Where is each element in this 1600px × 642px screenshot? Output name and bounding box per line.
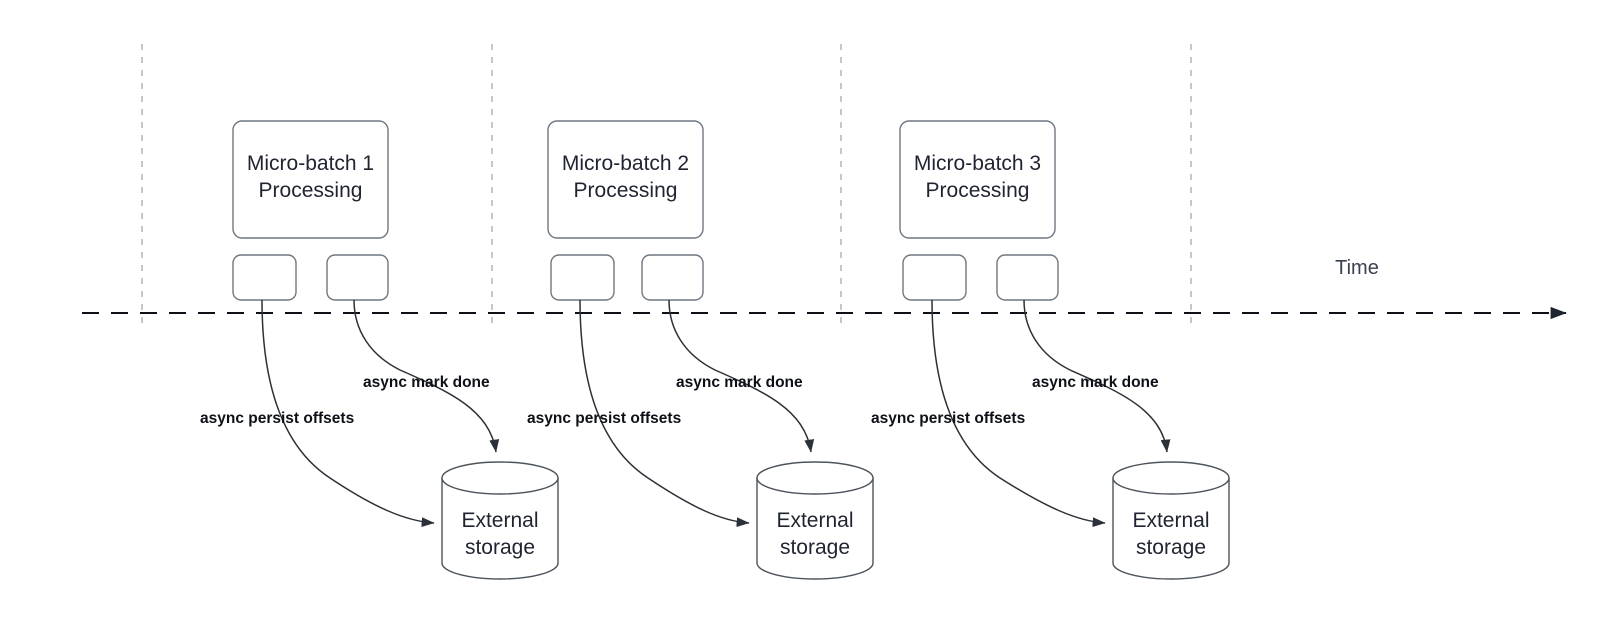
micro-batch-3-task-box-left[interactable] [902, 254, 967, 301]
external-storage-3[interactable]: External storage [1112, 461, 1230, 580]
async-mark-done-arrow-2 [668, 299, 815, 453]
timeline-label: Time [1335, 257, 1379, 279]
async-mark-done-label-2: async mark done [676, 374, 803, 391]
micro-batch-2-title-line1: Micro-batch 2 [562, 152, 689, 175]
external-storage-1-line1: External [461, 509, 538, 532]
micro-batch-3-title-line1: Micro-batch 3 [914, 152, 1041, 175]
micro-batch-2-task-box-left[interactable] [550, 254, 615, 301]
micro-batch-1-box[interactable] [232, 120, 389, 239]
batch-group-3: Micro-batch 3 Processing External storag… [871, 120, 1230, 580]
micro-batch-3-title-line2: Processing [926, 179, 1030, 202]
async-persist-offsets-label-2: async persist offsets [527, 410, 681, 427]
async-persist-offsets-arrow-1 [261, 299, 435, 528]
external-storage-2-line2: storage [780, 536, 850, 559]
micro-batch-3-task-box-right[interactable] [996, 254, 1059, 301]
async-mark-done-arrow-3 [1023, 299, 1171, 453]
external-storage-1-line2: storage [465, 536, 535, 559]
batch-group-2: Micro-batch 2 Processing External storag… [527, 120, 874, 580]
micro-batch-2-task-box-right[interactable] [641, 254, 704, 301]
external-storage-2-line1: External [776, 509, 853, 532]
async-persist-offsets-arrow-3 [931, 299, 1106, 528]
external-storage-2[interactable]: External storage [756, 461, 874, 580]
external-storage-3-line1: External [1132, 509, 1209, 532]
micro-batch-3-box[interactable] [899, 120, 1056, 239]
async-persist-offsets-arrow-2 [579, 299, 750, 528]
micro-batch-1-task-box-right[interactable] [326, 254, 389, 301]
batch-group-1: Micro-batch 1 Processing External storag… [200, 120, 559, 580]
micro-batch-1-task-box-left[interactable] [232, 254, 297, 301]
external-storage-3-line2: storage [1136, 536, 1206, 559]
async-persist-offsets-label-1: async persist offsets [200, 410, 354, 427]
batch-boundary-lines [141, 44, 1192, 330]
micro-batch-1-title-line1: Micro-batch 1 [247, 152, 374, 175]
micro-batch-2-title-line2: Processing [574, 179, 678, 202]
async-persist-offsets-label-3: async persist offsets [871, 410, 1025, 427]
micro-batch-1-title-line2: Processing [259, 179, 363, 202]
async-mark-done-label-3: async mark done [1032, 374, 1159, 391]
micro-batch-2-box[interactable] [547, 120, 704, 239]
async-mark-done-arrow-1 [353, 299, 500, 453]
async-mark-done-label-1: async mark done [363, 374, 490, 391]
external-storage-1[interactable]: External storage [441, 461, 559, 580]
